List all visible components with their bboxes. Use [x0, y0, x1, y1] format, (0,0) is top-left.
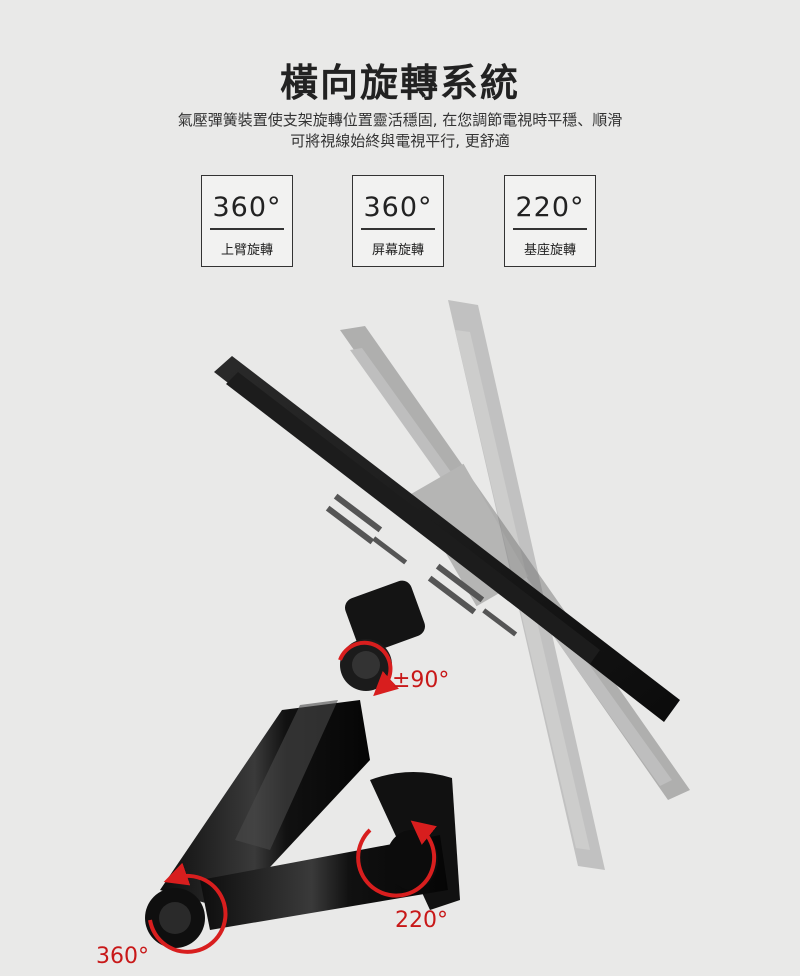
description-line-1: 氣壓彈簧裝置使支架旋轉位置靈活穩固, 在您調節電視時平穩、順滑	[177, 111, 623, 129]
monitor-screen	[214, 356, 680, 722]
base-rotation-badge: 220° 基座旋轉	[504, 175, 596, 267]
badge-label: 屏幕旋轉	[371, 243, 424, 258]
arm-rotation-arrow	[148, 862, 228, 954]
monitor-arm-illustration	[145, 300, 690, 954]
badge-label: 基座旋轉	[523, 243, 576, 258]
badge-divider	[513, 228, 587, 230]
feature-description: 氣壓彈簧裝置使支架旋轉位置靈活穩固, 在您調節電視時平穩、順滑 可將視線始終與電…	[0, 110, 800, 152]
tilt-rotation-arrow	[338, 640, 399, 697]
upper-arm	[160, 700, 370, 910]
page-title: 橫向旋轉系統	[279, 61, 520, 105]
screen-rotation-badge: 360° 屏幕旋轉	[352, 175, 444, 267]
tilt-angle-label: ±90°	[392, 668, 450, 693]
badge-divider	[361, 228, 435, 230]
badge-value: 360°	[363, 192, 433, 223]
ghost-monitor-mid	[340, 326, 690, 800]
badge-divider	[210, 228, 284, 230]
base-rotation-arrow	[356, 820, 437, 898]
arm-angle-label: 360°	[96, 944, 149, 969]
description-line-2: 可將視線始終與電視平行, 更舒適	[290, 132, 510, 150]
upper-arm-rotation-badge: 360° 上臂旋轉	[201, 175, 293, 267]
badge-label: 上臂旋轉	[220, 243, 273, 258]
base-angle-label: 220°	[395, 908, 448, 933]
badge-value: 220°	[515, 192, 585, 223]
base-mount	[145, 888, 205, 948]
badge-value: 360°	[212, 192, 282, 223]
